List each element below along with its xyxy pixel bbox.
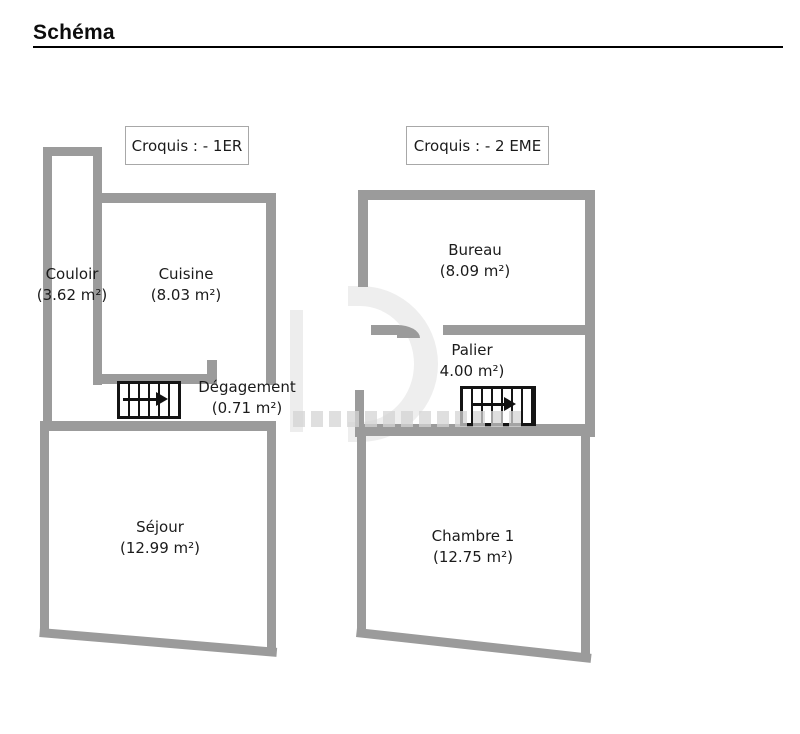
room-label-palier: Palier 4.00 m²) [362,340,582,382]
room-label-sejour: Séjour (12.99 m²) [50,517,270,559]
wall-couloir-right [93,147,102,385]
room-label-chambre1: Chambre 1 (12.75 m²) [363,526,583,568]
wall-chambre-left [357,424,366,634]
croquis-label-text: Croquis : - 1ER [131,136,243,155]
room-area: (8.09 m²) [439,262,511,280]
watermark-text-fragments [293,411,525,427]
wall-cuisine-top [93,193,276,203]
wall-chambre-bottom [356,628,592,663]
title-rule [33,46,783,48]
room-area: (0.71 m²) [211,399,283,417]
croquis-label-2eme: Croquis : - 2 EME [406,126,549,165]
wall-sejour-left [40,421,49,633]
stair-arrow-head-icon [504,397,516,411]
wall-sejour-top [40,421,276,431]
wall-palier-bottom [355,424,595,436]
wall-bureau-bottom-right [443,325,595,335]
room-label-degagement: Dégagement (0.71 m²) [137,377,357,419]
page-title: Schéma [33,21,115,44]
room-name: Bureau [448,241,502,259]
room-label-couloir: Couloir (3.62 m²) [0,264,182,306]
room-name: Dégagement [198,378,296,396]
stairs-icon-1er [117,381,181,419]
wall-sejour-bottom [39,628,278,657]
watermark-glyph [290,310,303,432]
room-area: (12.75 m²) [432,548,514,566]
wall-bureau-top [358,190,595,200]
room-name: Couloir [45,265,99,283]
wall-bureau-left [358,190,368,287]
room-name: Séjour [136,518,184,536]
room-area: (8.03 m²) [150,286,222,304]
stair-arrow-head-icon [156,392,168,406]
wall-chambre-right [581,424,590,660]
wall-bureau-bottom-left [371,325,399,335]
wall-bureau-right [585,190,595,437]
room-label-bureau: Bureau (8.09 m²) [365,240,585,282]
room-name: Palier [451,341,493,359]
wall-sejour-right [267,421,276,653]
room-area: 4.00 m²) [439,362,505,380]
room-label-cuisine: Cuisine (8.03 m²) [76,264,296,306]
wall-cuisine-right [266,193,276,385]
room-area: (12.99 m²) [119,539,201,557]
croquis-label-1er: Croquis : - 1ER [125,126,249,165]
room-name: Cuisine [158,265,214,283]
stair-arrow-icon [473,403,507,406]
room-area: (3.62 m²) [36,286,108,304]
wall-cuisine-bottom [102,374,217,384]
croquis-label-text: Croquis : - 2 EME [413,136,542,155]
wall-degagement-stub [207,360,217,384]
room-name: Chambre 1 [431,527,515,545]
stair-arrow-icon [123,398,158,401]
wall-couloir-left [43,147,52,423]
wall-couloir-top [43,147,102,156]
